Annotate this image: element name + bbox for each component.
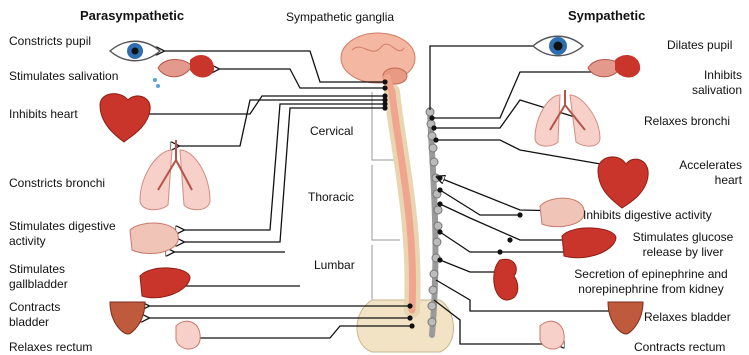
liver-icon (140, 268, 190, 298)
cervical-label: Cervical (310, 124, 353, 139)
symp-label-bronchi: Relaxes bronchi (644, 114, 730, 129)
heart-icon-right (598, 157, 648, 208)
bladder-icon (110, 302, 145, 334)
vertebral-column (392, 92, 413, 310)
lungs-icon-right (535, 90, 600, 146)
symp-label-digestive: Inhibits digestive activity (583, 208, 712, 223)
lumbar-label: Lumbar (314, 258, 355, 273)
salivary-gland-icon (153, 55, 214, 88)
brain (341, 33, 415, 92)
heart-icon (100, 94, 150, 142)
lungs-icon (140, 140, 210, 210)
para-label-bladder: Contracts bladder (9, 300, 60, 330)
symp-label-liver: Stimulates glucose release by liver (620, 230, 746, 260)
sympathetic-ganglia-label: Sympathetic ganglia (286, 10, 394, 25)
stomach-icon-right (540, 198, 584, 227)
rectum-icon-right (540, 321, 564, 349)
para-label-heart: Inhibits heart (9, 107, 78, 122)
symp-label-salivation: Inhibits salivation (660, 68, 742, 98)
bladder-icon-right (608, 302, 643, 334)
rectum-icon (176, 321, 200, 349)
symp-label-kidney: Secretion of epinephrine and norepinephr… (556, 267, 746, 297)
symp-label-heart: Accelerates heart (660, 158, 742, 188)
kidney-icon (494, 259, 518, 300)
para-label-rectum: Relaxes rectum (9, 340, 92, 355)
para-label-salivation: Stimulates salivation (9, 69, 118, 84)
parasympathetic-header: Parasympathetic (80, 8, 184, 23)
para-label-pupil: Constricts pupil (9, 34, 91, 49)
stomach-icon (130, 223, 178, 253)
symp-label-pupil: Dilates pupil (667, 38, 732, 53)
sympathetic-header: Sympathetic (568, 8, 645, 23)
para-label-gallbladder: Stimulates gallbladder (9, 262, 68, 292)
para-label-digestive: Stimulates digestive activity (9, 219, 116, 249)
liver-icon-right (562, 228, 616, 258)
eye-icon (110, 41, 160, 61)
symp-label-rectum: Contracts rectum (634, 340, 725, 355)
eye-icon-right (533, 36, 583, 56)
symp-label-bladder: Relaxes bladder (644, 310, 731, 325)
salivary-gland-icon-right (588, 55, 640, 77)
para-label-bronchi: Constricts bronchi (9, 176, 105, 191)
thoracic-label: Thoracic (308, 190, 354, 205)
